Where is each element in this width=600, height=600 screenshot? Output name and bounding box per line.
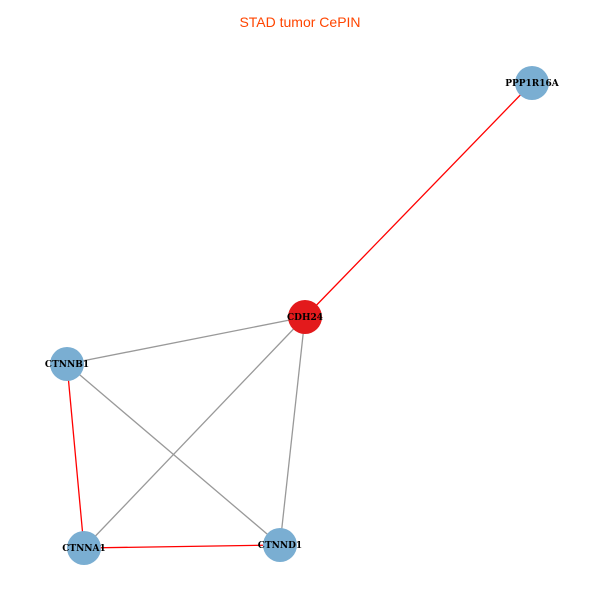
node-label: CTNND1 bbox=[258, 541, 302, 551]
node-label: CTNNB1 bbox=[45, 360, 89, 370]
node-circle[interactable] bbox=[50, 347, 84, 381]
node-cdh24[interactable]: CDH24 bbox=[287, 300, 323, 334]
node-circle[interactable] bbox=[263, 528, 297, 562]
node-label: CDH24 bbox=[287, 313, 323, 323]
edge-ctnnb1-ctnnd1 bbox=[66, 363, 281, 546]
node-circle[interactable] bbox=[288, 300, 322, 334]
edge-cdh24-ctnna1 bbox=[83, 316, 306, 549]
node-circle[interactable] bbox=[515, 66, 549, 100]
diagram-title: STAD tumor CePIN bbox=[239, 14, 360, 30]
edge-cdh24-ctnnd1 bbox=[279, 316, 306, 546]
node-ctnna1[interactable]: CTNNA1 bbox=[62, 531, 106, 565]
edge-cdh24-ppp1r16a bbox=[304, 82, 533, 318]
node-ppp1r16a[interactable]: PPP1R16A bbox=[505, 66, 560, 100]
node-label: PPP1R16A bbox=[505, 79, 560, 89]
edge-cdh24-ctnnb1 bbox=[66, 316, 306, 365]
edge-ctnna1-ctnnd1 bbox=[83, 544, 281, 549]
node-ctnnb1[interactable]: CTNNB1 bbox=[45, 347, 89, 381]
edge-ctnnb1-ctnna1 bbox=[66, 363, 85, 549]
node-ctnnd1[interactable]: CTNND1 bbox=[258, 528, 302, 562]
node-circle[interactable] bbox=[67, 531, 101, 565]
node-label: CTNNA1 bbox=[62, 544, 106, 554]
